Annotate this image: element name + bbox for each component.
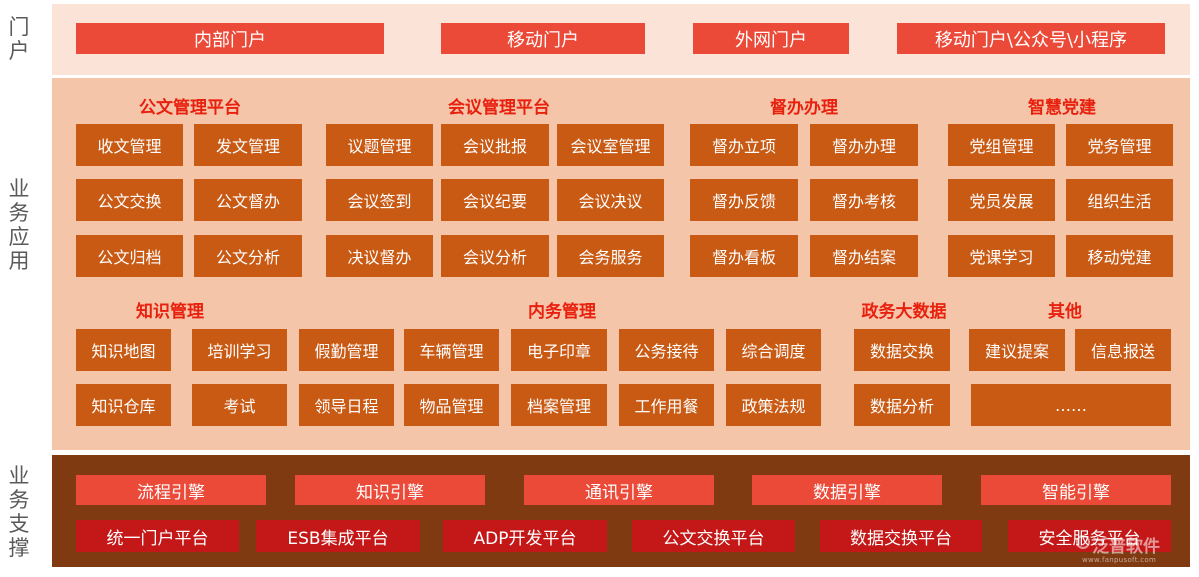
layer-label-business-app-text: 业务应用	[8, 177, 30, 273]
layer-label-portal-text: 门户	[8, 15, 30, 63]
app-supervise-5: 督办看板	[690, 235, 798, 277]
app-gov-data-1: 数据交换	[854, 329, 950, 371]
app-internal-7: 工作用餐	[619, 384, 714, 426]
app-knowledge-1: 知识地图	[76, 329, 171, 371]
category-gov-data: 政务大数据	[861, 302, 947, 322]
app-party-1: 党组管理	[948, 124, 1055, 166]
app-meeting-4: 会议签到	[326, 179, 433, 221]
portal-mobile: 移动门户	[441, 23, 645, 54]
app-doc-2: 发文管理	[194, 124, 302, 166]
app-meeting-7: 决议督办	[326, 235, 433, 277]
app-meeting-3: 会议室管理	[557, 124, 664, 166]
app-meeting-2: 会议批报	[441, 124, 549, 166]
engine-data: 数据引擎	[752, 475, 942, 505]
app-supervise-2: 督办办理	[810, 124, 918, 166]
category-knowledge: 知识管理	[136, 302, 204, 322]
engine-intelligent: 智能引擎	[981, 475, 1171, 505]
watermark-text: 泛普软件	[1092, 537, 1160, 557]
app-knowledge-3: 假勤管理	[299, 329, 394, 371]
engine-communication: 通讯引擎	[524, 475, 714, 505]
layer-label-business-support-text: 业务支撑	[8, 464, 30, 560]
app-party-6: 移动党建	[1066, 235, 1173, 277]
app-knowledge-4: 知识仓库	[76, 384, 171, 426]
app-doc-4: 公文督办	[194, 179, 302, 221]
portal-mobile-wechat-miniapp: 移动门户\公众号\小程序	[897, 23, 1165, 54]
app-internal-3: 公务接待	[619, 329, 714, 371]
app-meeting-9: 会务服务	[557, 235, 664, 277]
app-meeting-8: 会议分析	[441, 235, 549, 277]
category-internal: 内务管理	[528, 302, 596, 322]
app-internal-2: 电子印章	[511, 329, 607, 371]
category-doc: 公文管理平台	[139, 98, 241, 118]
watermark-url: www.fanpusoft.com	[1082, 556, 1157, 564]
app-knowledge-5: 考试	[192, 384, 287, 426]
platform-esb: ESB集成平台	[256, 520, 420, 552]
app-other-1: 建议提案	[969, 329, 1065, 371]
app-party-3: 党员发展	[948, 179, 1055, 221]
business-support-band	[52, 455, 1190, 567]
app-meeting-6: 会议决议	[557, 179, 664, 221]
app-meeting-5: 会议纪要	[441, 179, 549, 221]
platform-doc-exchange: 公文交换平台	[632, 520, 795, 552]
portal-internal: 内部门户	[76, 23, 384, 54]
app-gov-data-2: 数据分析	[854, 384, 950, 426]
portal-external: 外网门户	[693, 23, 849, 54]
app-doc-3: 公文交换	[76, 179, 183, 221]
category-other: 其他	[1048, 302, 1082, 322]
category-party: 智慧党建	[1028, 98, 1096, 118]
app-supervise-1: 督办立项	[690, 124, 798, 166]
platform-security-service: 安全服务平台	[1008, 520, 1171, 552]
app-knowledge-2: 培训学习	[192, 329, 287, 371]
platform-adp: ADP开发平台	[443, 520, 607, 552]
app-party-4: 组织生活	[1066, 179, 1173, 221]
app-party-2: 党务管理	[1066, 124, 1173, 166]
category-supervise: 督办办理	[770, 98, 838, 118]
app-doc-5: 公文归档	[76, 235, 183, 277]
engine-process: 流程引擎	[76, 475, 266, 505]
layer-label-business-support: 业务支撑	[4, 456, 34, 568]
category-meeting: 会议管理平台	[448, 98, 550, 118]
platform-unified-portal: 统一门户平台	[76, 520, 239, 552]
app-other-3: ……	[971, 384, 1171, 426]
app-internal-5: 物品管理	[404, 384, 499, 426]
app-internal-8: 政策法规	[726, 384, 821, 426]
app-supervise-6: 督办结案	[810, 235, 918, 277]
engine-knowledge: 知识引擎	[295, 475, 485, 505]
watermark: 泛普软件 www.fanpusoft.com	[1076, 532, 1188, 568]
layer-label-business-app: 业务应用	[4, 150, 34, 300]
watermark-logo-icon	[1076, 535, 1090, 549]
app-supervise-4: 督办考核	[810, 179, 918, 221]
app-internal-4: 综合调度	[726, 329, 821, 371]
app-knowledge-6: 领导日程	[299, 384, 394, 426]
app-internal-6: 档案管理	[511, 384, 607, 426]
app-other-2: 信息报送	[1075, 329, 1171, 371]
app-doc-1: 收文管理	[76, 124, 183, 166]
app-party-5: 党课学习	[948, 235, 1055, 277]
app-meeting-1: 议题管理	[326, 124, 433, 166]
app-doc-6: 公文分析	[194, 235, 302, 277]
app-internal-1: 车辆管理	[404, 329, 499, 371]
layer-label-portal: 门户	[4, 6, 34, 72]
app-supervise-3: 督办反馈	[690, 179, 798, 221]
platform-data-exchange: 数据交换平台	[820, 520, 982, 552]
